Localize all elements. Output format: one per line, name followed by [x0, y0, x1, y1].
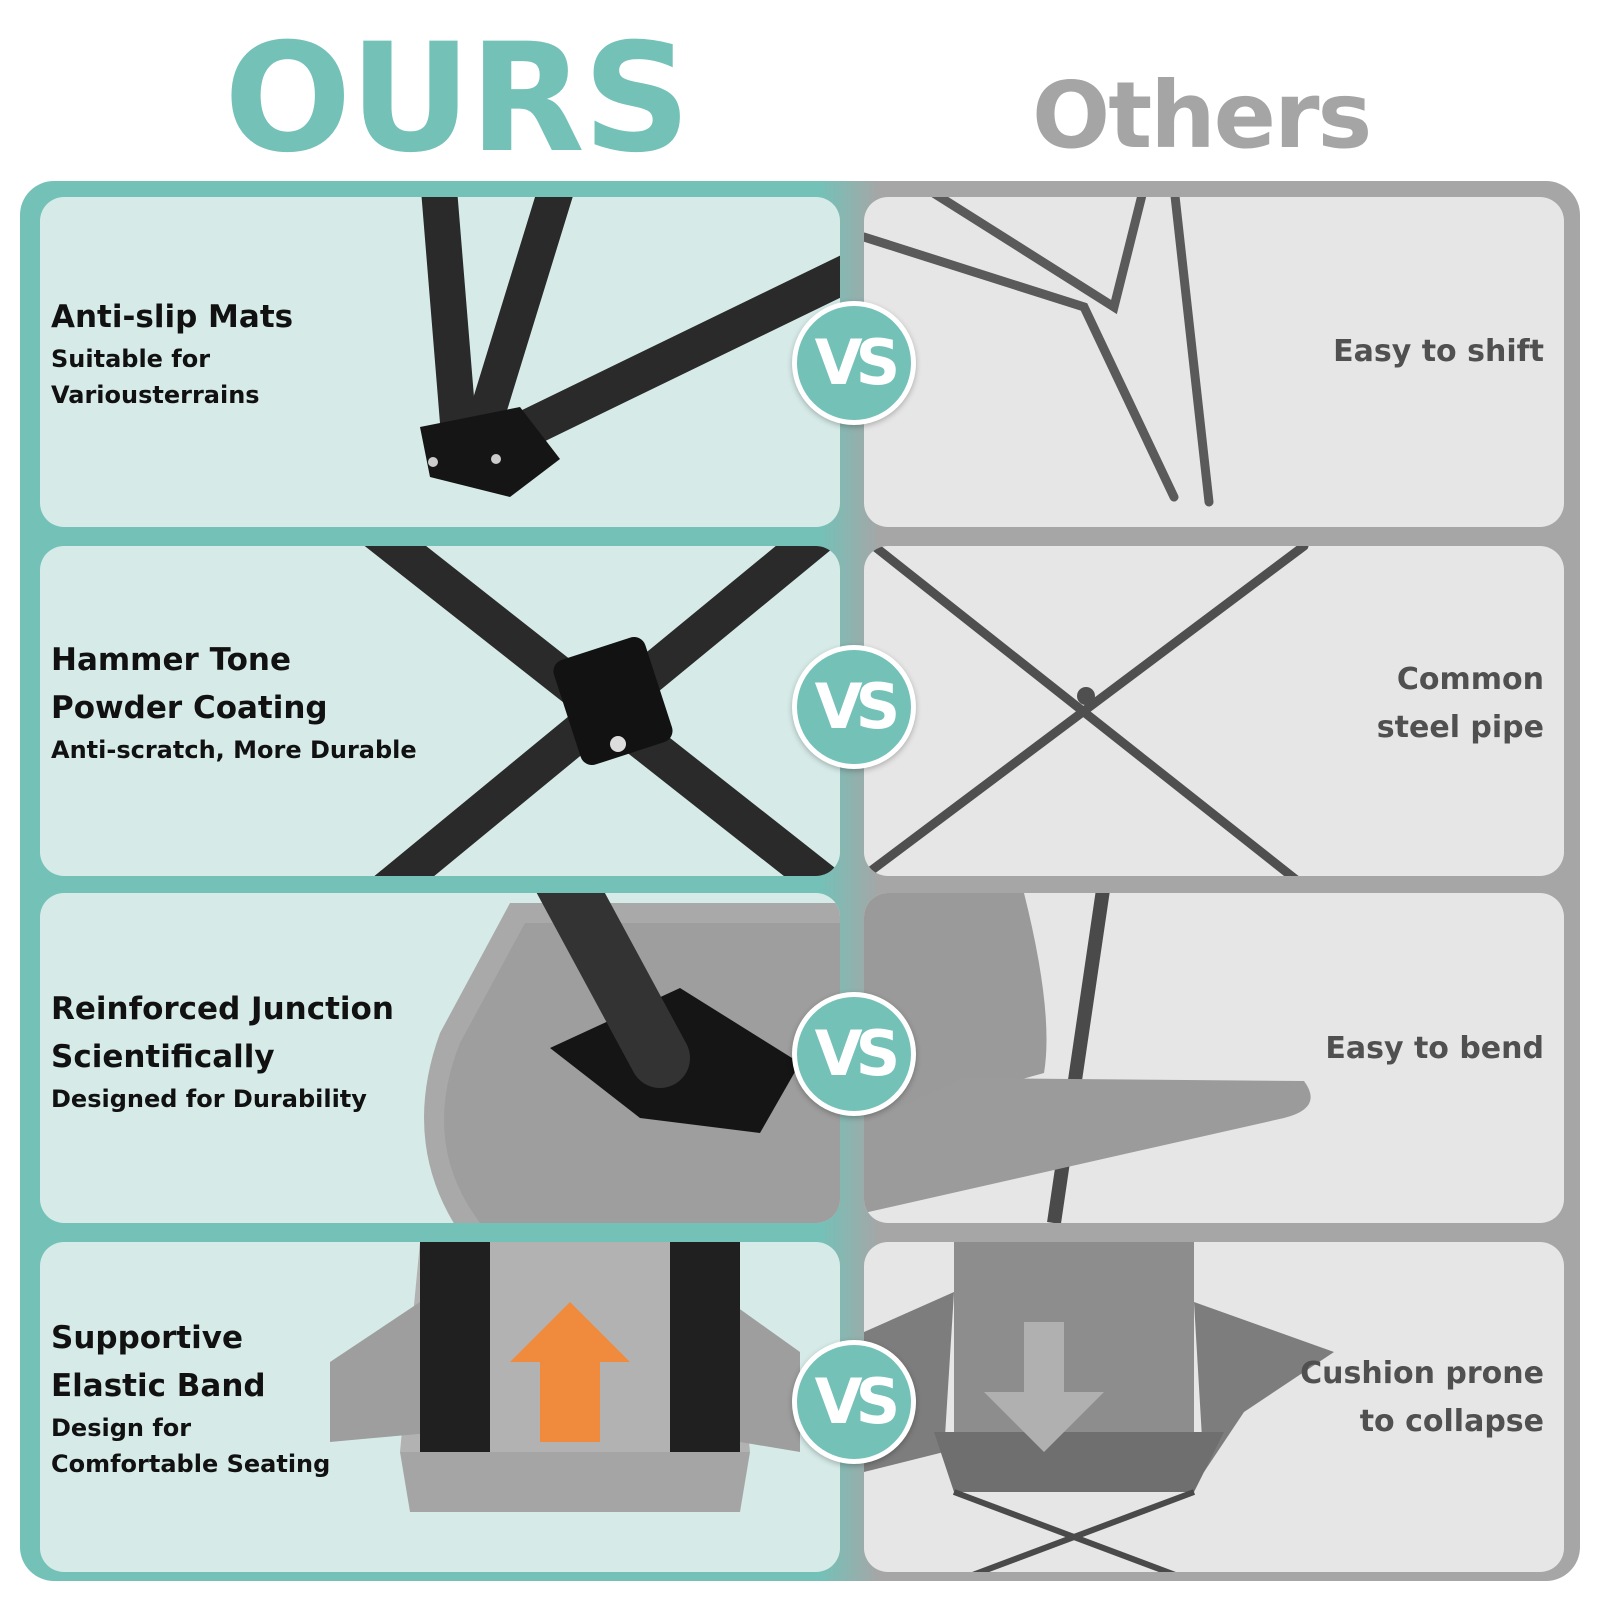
vs-label: VS [814, 1365, 901, 1438]
vs-badge: VS [792, 1340, 916, 1464]
feature-subtitle: Comfortable Seating [51, 1450, 331, 1478]
others-card-shift: Easy to shift [864, 197, 1564, 527]
ours-text-anti-slip: Anti-slip Mats Suitable for Variousterra… [51, 293, 293, 413]
feature-title: Hammer Tone [51, 642, 291, 678]
others-foot-image [864, 197, 1214, 507]
ours-text-junction: Reinforced Junction Scientifically Desig… [51, 985, 394, 1117]
feature-subtitle: Variousterrains [51, 381, 260, 409]
others-cross-image [864, 546, 1309, 876]
feature-subtitle: Anti-scratch, More Durable [51, 736, 417, 764]
ours-card-anti-slip: Anti-slip Mats Suitable for Variousterra… [40, 197, 840, 527]
feature-subtitle: Designed for Durability [51, 1085, 367, 1113]
ours-junction-image [424, 893, 840, 1223]
others-card-steel: Common steel pipe [864, 546, 1564, 876]
others-drawback: steel pipe [1376, 710, 1544, 745]
others-drawback: Cushion prone [1300, 1356, 1544, 1391]
ours-card-elastic: Supportive Elastic Band Design for Comfo… [40, 1242, 840, 1572]
others-text-shift: Easy to shift [1333, 328, 1544, 376]
others-text-collapse: Cushion prone to collapse [1300, 1350, 1544, 1446]
feature-title: Anti-slip Mats [51, 299, 294, 335]
ours-card-junction: Reinforced Junction Scientifically Desig… [40, 893, 840, 1223]
arrow-down-icon [984, 1322, 1104, 1452]
ours-card-coating: Hammer Tone Powder Coating Anti-scratch,… [40, 546, 840, 876]
others-card-collapse: Cushion prone to collapse [864, 1242, 1564, 1572]
feature-title: Scientifically [51, 1039, 275, 1075]
vs-label: VS [814, 1017, 901, 1090]
others-heading: Others [1032, 62, 1372, 169]
vs-label: VS [814, 326, 901, 399]
arrow-up-icon [510, 1302, 630, 1442]
others-card-bend: Easy to bend [864, 893, 1564, 1223]
others-drawback: Easy to shift [1333, 334, 1544, 369]
vs-badge: VS [792, 645, 916, 769]
ours-seat-image [330, 1242, 800, 1512]
vs-badge: VS [792, 992, 916, 1116]
feature-title: Reinforced Junction [51, 991, 394, 1027]
feature-title: Elastic Band [51, 1368, 266, 1404]
vs-label: VS [814, 670, 901, 743]
feature-subtitle: Design for [51, 1414, 192, 1442]
others-drawback: Easy to bend [1325, 1031, 1544, 1066]
ours-foot-image [420, 197, 840, 497]
feature-subtitle: Suitable for [51, 345, 211, 373]
others-drawback: Common [1396, 662, 1544, 697]
others-text-bend: Easy to bend [1325, 1025, 1544, 1073]
ours-heading: OURS [224, 12, 691, 186]
ours-text-elastic: Supportive Elastic Band Design for Comfo… [51, 1314, 330, 1482]
ours-text-coating: Hammer Tone Powder Coating Anti-scratch,… [51, 636, 417, 768]
feature-title: Powder Coating [51, 690, 328, 726]
feature-title: Supportive [51, 1320, 244, 1356]
others-text-steel: Common steel pipe [1377, 656, 1544, 752]
vs-badge: VS [792, 301, 916, 425]
others-drawback: to collapse [1359, 1404, 1544, 1439]
ours-cross-joint-image [364, 546, 840, 876]
